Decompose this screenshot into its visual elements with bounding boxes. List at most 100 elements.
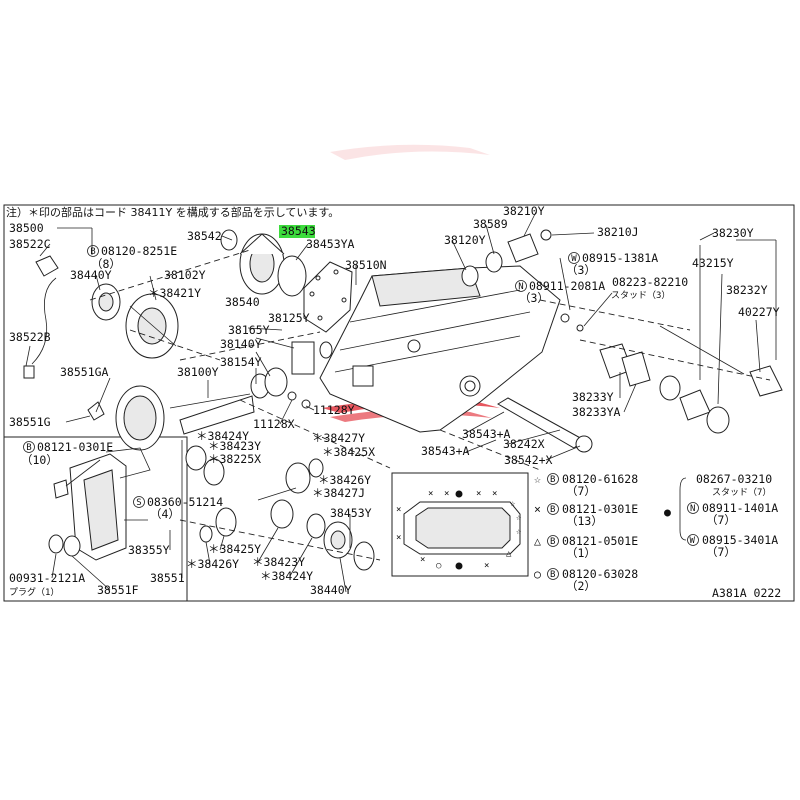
part-label-38542X: 38542+X [504, 453, 553, 467]
fastener-symbol: △ [506, 549, 512, 559]
part-label-38100Y: 38100Y [177, 365, 219, 379]
part-label-38355Y: 38355Y [128, 543, 170, 557]
leader-line [257, 527, 279, 563]
axis-line-5 [539, 299, 691, 331]
legend-circled-badge [547, 535, 559, 547]
leader-line [51, 553, 57, 579]
legend-circled-letter: B [550, 537, 555, 547]
legend-circled-badge [547, 568, 559, 580]
part-label-38540: 38540 [225, 295, 260, 309]
pinion-shaft [257, 487, 297, 501]
breather-hose [31, 277, 57, 365]
axis-line-4 [239, 399, 391, 469]
leader-line [305, 405, 315, 411]
fastener-symbol: ☆ [510, 499, 516, 509]
circled-letter: W [571, 254, 577, 264]
bearing-38589 [485, 251, 503, 273]
leader-line [339, 557, 347, 593]
hose-clip [35, 255, 59, 277]
part-label-q10: （10） [21, 453, 58, 467]
leader-line [95, 377, 111, 413]
legend-qty: （1） [566, 546, 596, 560]
axis-line-6 [579, 339, 771, 381]
stud-mark-bottom [455, 562, 463, 570]
seal-38120Y [461, 265, 479, 287]
side-flange [239, 233, 285, 295]
leader-line [65, 415, 91, 423]
leader-line [279, 399, 293, 425]
ring-gear [115, 385, 255, 451]
legend-symbol: ○ [534, 567, 541, 581]
nut-38210J [540, 229, 552, 241]
part-label-q3a: （3） [566, 263, 596, 277]
legend-circled-letter: W [690, 536, 696, 546]
leader-line [95, 274, 101, 291]
part-label-q8: （8） [91, 257, 121, 271]
axis-line-7 [439, 429, 541, 471]
part-label-38522C: 38522C [9, 237, 51, 251]
circled-letter-badge [568, 252, 580, 264]
part-label-38165Y: 38165Y [228, 323, 270, 337]
part-label-38424Y-b: ＊38424Y [260, 569, 313, 583]
part-label-38551G: 38551G [9, 415, 51, 429]
part-label-38230Y: 38230Y [712, 226, 754, 240]
part-label-38426Y-b: ＊38426Y [186, 557, 239, 571]
fastener-symbol: × [484, 561, 489, 571]
part-label-stud3: スタッド（3） [611, 290, 670, 301]
part-label-38510N: 38510N [345, 258, 387, 272]
part-label-38589: 38589 [473, 217, 508, 231]
plug-11128Y [301, 399, 311, 409]
fastener-symbol: × [396, 505, 401, 515]
fastener-symbol: ☆ [516, 513, 522, 523]
fastener-symbol: × [420, 555, 425, 565]
axle-shaft-38230Y [659, 325, 745, 375]
washer-38426Y-b [308, 458, 324, 478]
part-label-38551F: 38551F [97, 583, 139, 597]
shim-38453Y [353, 541, 375, 571]
part-label-s08360-51214: 08360-51214 [147, 495, 223, 509]
companion-flange-38210Y [507, 233, 539, 263]
legend-washer-code: 08915-3401A [702, 533, 778, 547]
part-label-38440Y-a: 38440Y [70, 268, 112, 282]
leader-line [71, 555, 111, 591]
part-label-38125Y: 38125Y [268, 311, 310, 325]
part-label-b08120-8251E: 08120-8251E [101, 244, 177, 258]
part-label-38424Y-a: ＊38424Y [196, 429, 249, 443]
circled-letter: N [518, 282, 523, 292]
legend-circled-badge [547, 503, 559, 515]
part-label-38102Y: 38102Y [164, 268, 206, 282]
legend-symbol: △ [534, 534, 541, 548]
leader-line [255, 351, 271, 377]
leader-line [559, 257, 571, 311]
part-label-40227Y: 40227Y [738, 305, 780, 319]
circled-letter: B [26, 443, 31, 453]
leader-line [485, 224, 495, 255]
rear-cover-inset [48, 447, 151, 561]
part-label-38233Y: 38233Y [572, 390, 614, 404]
part-label-b08121-0301E: 08121-0301E [37, 440, 113, 454]
part-label-38232Y: 38232Y [726, 283, 768, 297]
leader-line [463, 411, 505, 435]
legend-circled-letter: B [550, 505, 555, 515]
spacer-38165Y [291, 341, 315, 375]
axis-line-1 [89, 249, 251, 301]
leader-line [295, 243, 309, 261]
part-label-38225X: ＊38225X [208, 452, 261, 466]
part-label-plug1: プラグ（1） [9, 586, 59, 598]
leader-line [25, 345, 31, 367]
part-label-38426Y-a: ＊38426Y [318, 473, 371, 487]
watermark-logo-top [330, 144, 490, 160]
legend-washer-qty: （7） [706, 545, 736, 559]
leader-line [583, 292, 613, 327]
leader-line [545, 445, 581, 461]
circled-letter-badge [87, 245, 99, 257]
part-label-38140Y: 38140Y [220, 337, 262, 351]
bolt-layout-diagram [403, 490, 521, 570]
differential-carrier-housing [319, 265, 561, 433]
seal-38542X [575, 435, 593, 453]
bearing-38232Y [679, 389, 711, 421]
legend-circled-badge [687, 502, 699, 514]
part-label-38427Y: ＊38427Y [312, 431, 365, 445]
part-label-43215Y: 43215Y [692, 256, 734, 270]
circled-letter: B [90, 247, 95, 257]
